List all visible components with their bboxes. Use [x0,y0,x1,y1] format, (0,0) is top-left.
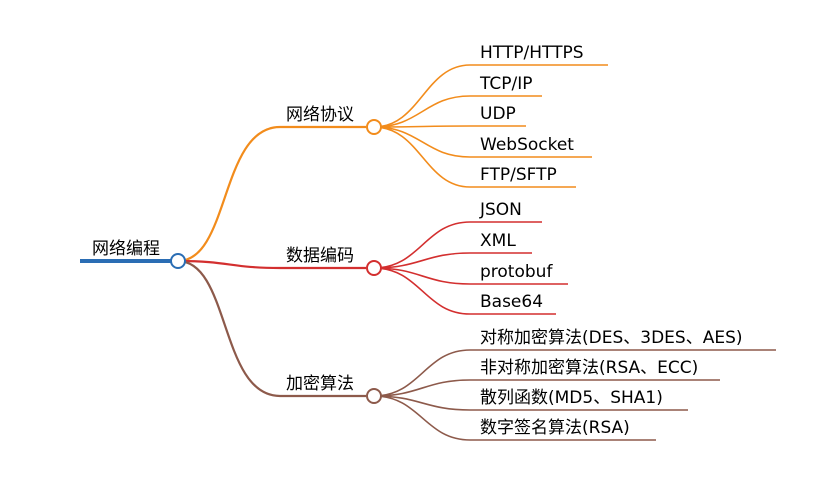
leaf-connector [373,126,592,158]
leaf-label[interactable]: WebSocket [480,135,574,155]
leaf-connector [373,349,776,397]
branch-0-connector [177,125,281,263]
leaf-connector [373,379,720,397]
leaf-label[interactable]: protobuf [480,262,553,282]
leaf-connector [373,221,542,269]
leaf-connector [373,126,576,188]
leaf-label[interactable]: 对称加密算法(DES、3DES、AES) [480,328,743,348]
leaf-connector [373,395,688,411]
leaf-connector [373,267,568,285]
leaf-connector [373,95,542,128]
leaf-label[interactable]: 数字签名算法(RSA) [480,418,630,438]
leaf-label[interactable]: HTTP/HTTPS [480,43,584,63]
leaf-connector [373,64,608,128]
leaf-label[interactable]: JSON [480,200,522,220]
leaf-connector [373,252,532,269]
root-node-circle[interactable] [170,253,186,269]
branch-2-connector [177,259,281,398]
leaf-label[interactable]: XML [480,231,516,251]
leaf-connector [373,125,526,128]
leaf-label[interactable]: Base64 [480,292,544,312]
leaf-label[interactable]: 非对称加密算法(RSA、ECC) [480,358,699,378]
branch-1-label[interactable]: 数据编码 [286,246,354,266]
leaf-label[interactable]: TCP/IP [480,74,533,94]
leaf-connector [373,267,556,315]
branch-0-label[interactable]: 网络协议 [286,105,354,125]
branch-2-node-circle[interactable] [366,388,382,404]
branch-1-connector [177,259,281,270]
branch-0-node-circle[interactable] [366,119,382,135]
leaf-label[interactable]: 散列函数(MD5、SHA1) [480,388,663,408]
branch-1-node-circle[interactable] [366,260,382,276]
branch-2-label[interactable]: 加密算法 [286,374,354,394]
leaf-label[interactable]: FTP/SFTP [480,165,557,185]
leaf-label[interactable]: UDP [480,104,516,124]
leaf-connector [373,395,656,441]
root-label[interactable]: 网络编程 [92,239,160,259]
